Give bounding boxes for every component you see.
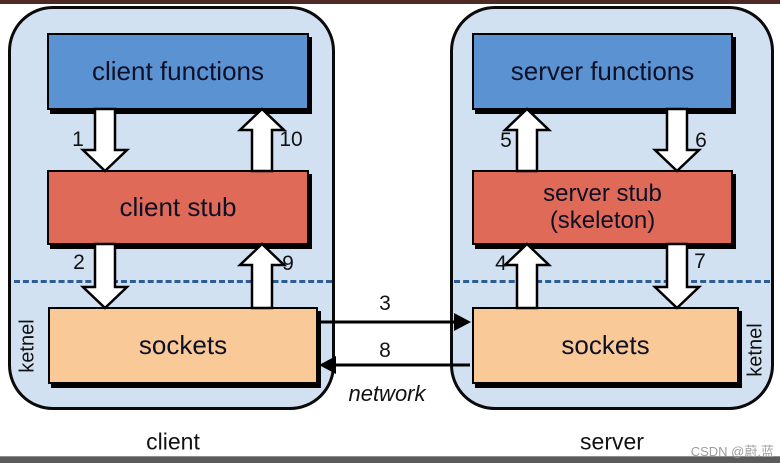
arrow-4-number: 4 — [495, 252, 507, 275]
client-panel-caption: client — [146, 428, 200, 455]
server-stub-label-line1: server stub — [543, 180, 662, 208]
server-functions-box: server functions — [472, 33, 733, 110]
server-kernel-side-label: ketnel — [744, 323, 767, 377]
client-sockets-label: sockets — [138, 330, 228, 361]
arrow-5-number: 5 — [500, 129, 512, 152]
server-stub-label-line2: (skeleton) — [549, 206, 656, 234]
client-functions-box: client functions — [47, 33, 309, 110]
arrow-3-number: 3 — [379, 292, 391, 315]
server-stub-box: server stub (skeleton) — [472, 170, 733, 245]
arrow-9-number: 9 — [282, 252, 294, 275]
server-panel-caption: server — [580, 428, 644, 455]
network-caption: network — [348, 381, 426, 406]
server-sockets-label: sockets — [561, 330, 650, 361]
arrow-1-number: 1 — [72, 128, 84, 151]
arrow-7-number: 7 — [694, 250, 706, 273]
arrow-10-number: 10 — [279, 128, 303, 151]
arrow-6-number: 6 — [695, 129, 707, 152]
client-kernel-side-label: ketnel — [16, 319, 39, 373]
arrow-2-number: 2 — [73, 251, 85, 274]
top-border-strip — [0, 0, 780, 4]
client-kernel-boundary-line — [14, 280, 332, 283]
server-functions-label: server functions — [510, 56, 695, 87]
client-functions-label: client functions — [92, 56, 264, 87]
arrow-8-number: 8 — [379, 339, 391, 362]
csdn-watermark: CSDN @蔚.蓝 — [690, 444, 774, 459]
client-sockets-box: sockets — [48, 307, 318, 384]
bottom-border-strip — [0, 456, 780, 463]
client-stub-label: client stub — [119, 192, 237, 223]
client-stub-box: client stub — [47, 170, 309, 245]
server-sockets-box: sockets — [472, 307, 739, 384]
server-kernel-boundary-line — [454, 280, 770, 283]
